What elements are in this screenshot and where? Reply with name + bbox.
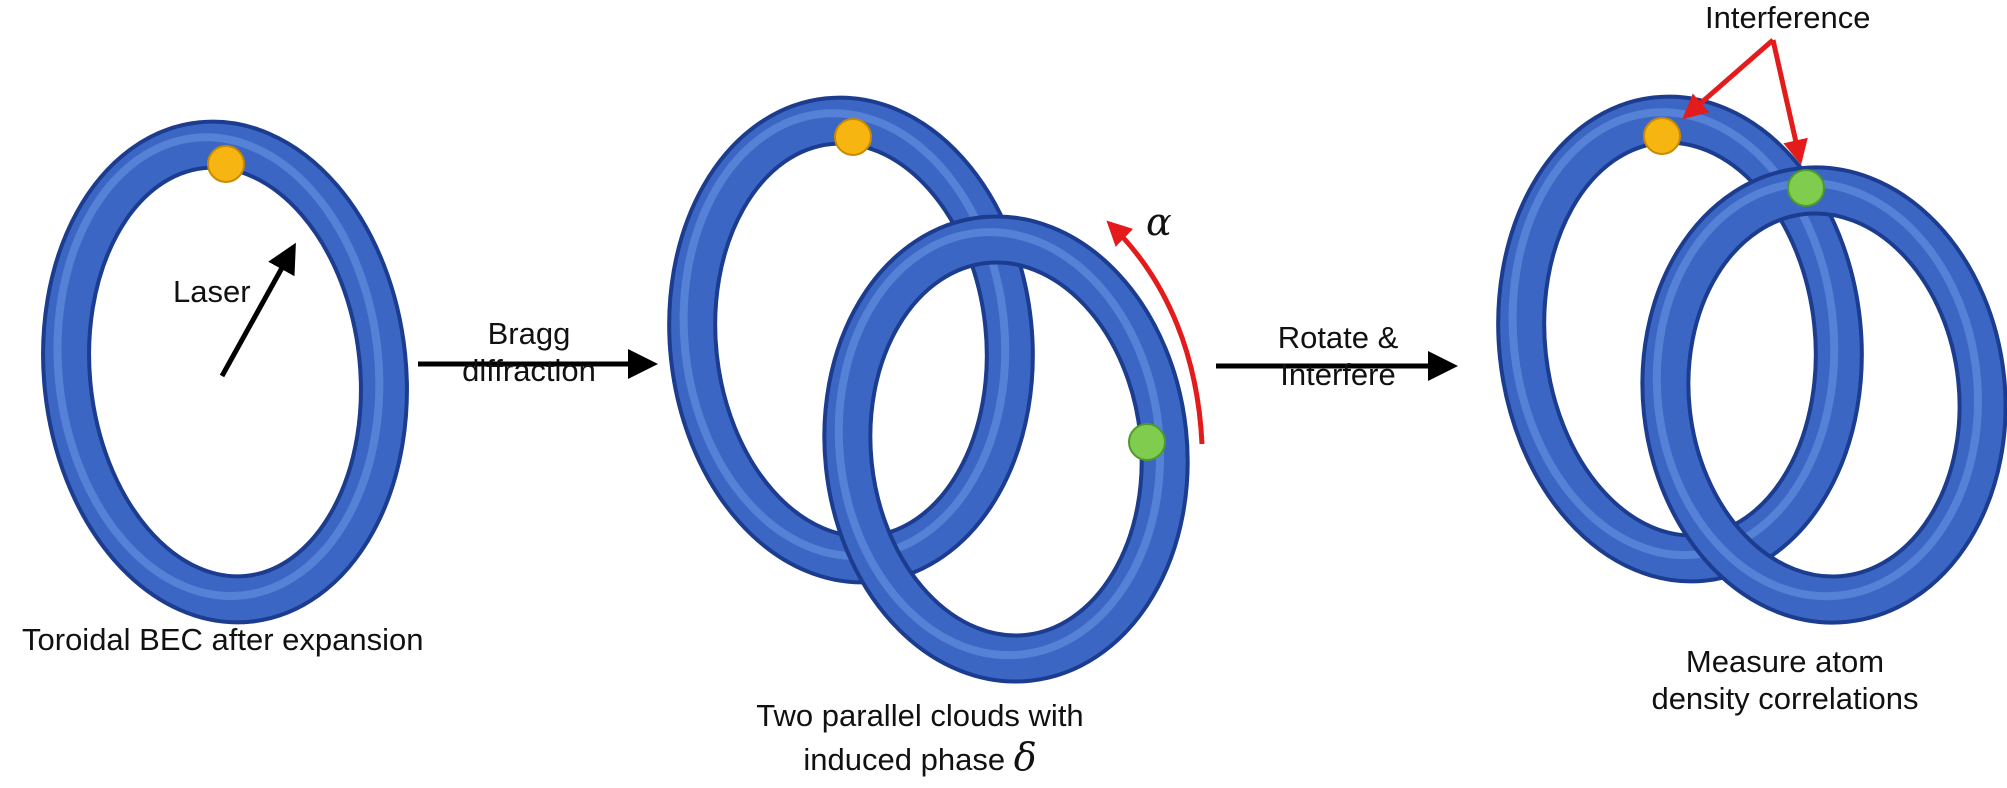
orange-marker xyxy=(1643,117,1681,155)
rotation-arrow xyxy=(1106,220,1205,445)
panel3-caption-line1: Measure atom xyxy=(1685,644,1885,679)
rotate-line1: Rotate & xyxy=(1277,320,1399,355)
torus-panel1 xyxy=(41,119,409,625)
green-marker xyxy=(1787,169,1825,207)
interference-label: Interference xyxy=(1705,0,1871,35)
rotate-line2: Interfere xyxy=(1280,356,1396,392)
orange-marker xyxy=(834,118,872,156)
bragg-label: Bragg diffraction xyxy=(424,316,634,389)
interference-arrow-left xyxy=(1682,38,1775,120)
alpha-symbol: α xyxy=(1146,200,1172,244)
panel2-caption-line1: Two parallel clouds with xyxy=(756,698,1084,733)
green-marker xyxy=(1128,423,1166,461)
bragg-line2: diffraction xyxy=(462,352,596,388)
panel1-caption: Toroidal BEC after expansion xyxy=(22,622,424,657)
laser-label: Laser xyxy=(173,274,251,309)
delta-symbol: δ xyxy=(1013,734,1037,779)
orange-marker xyxy=(207,145,245,183)
panel2-caption: Two parallel clouds with induced phase δ xyxy=(700,698,1140,779)
bragg-line1: Bragg xyxy=(487,316,571,351)
panel3-caption-line2: density correlations xyxy=(1651,680,1919,716)
interference-arrow-right xyxy=(1770,39,1808,165)
panel2-caption-phase-text: induced phase xyxy=(803,741,1006,777)
panel3-caption: Measure atom density correlations xyxy=(1600,644,1970,717)
panel2-caption-line2: induced phase δ xyxy=(700,735,1140,780)
rotate-label: Rotate & Interfere xyxy=(1228,320,1448,393)
laser-arrow xyxy=(219,242,296,378)
